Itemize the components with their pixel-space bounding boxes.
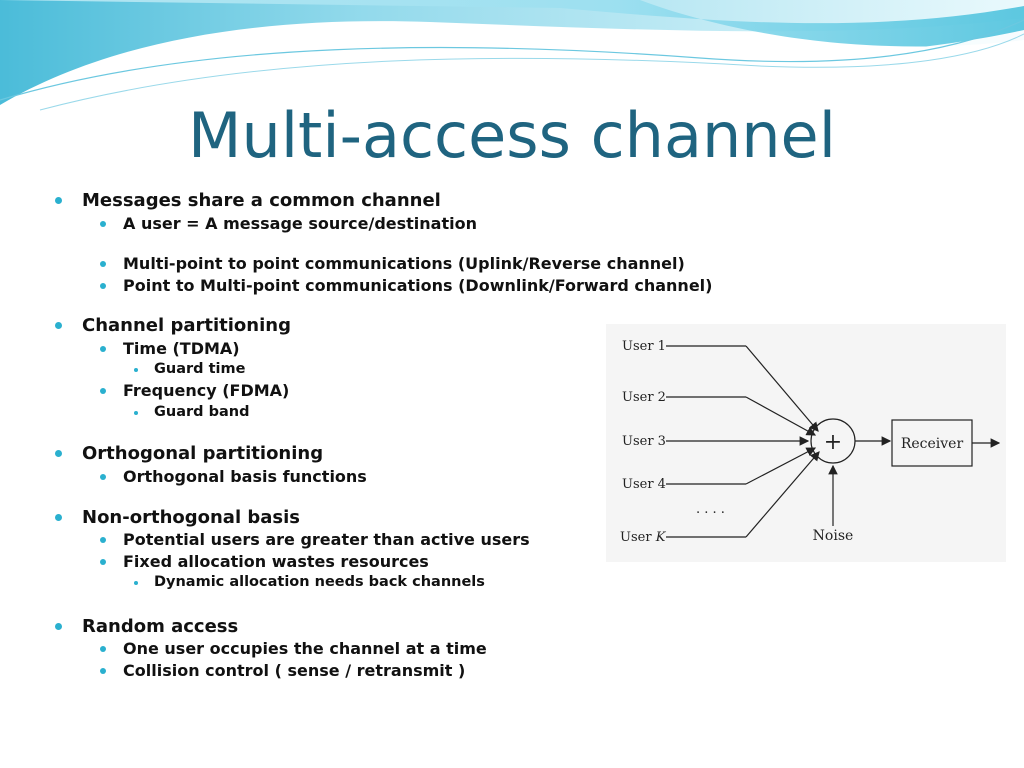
bullet-text: Orthogonal basis functions bbox=[123, 467, 367, 486]
bullet-dot-icon bbox=[100, 646, 106, 652]
bullet-dot-icon bbox=[55, 450, 62, 457]
sub-bullet-item: Multi-point to point communications (Upl… bbox=[100, 254, 685, 273]
bullet-text: Guard time bbox=[154, 361, 246, 377]
user1-arrow bbox=[745, 345, 819, 432]
sub-bullet-item: Fixed allocation wastes resources bbox=[100, 552, 429, 571]
bullet-text: Random access bbox=[82, 616, 239, 637]
diagram-user-label: User 2 bbox=[622, 390, 666, 405]
sub-sub-bullet-item: Guard band bbox=[134, 404, 250, 420]
bullet-text: Point to Multi-point communications (Dow… bbox=[123, 276, 713, 295]
bullet-dot-icon bbox=[100, 537, 106, 543]
receiver-label: Receiver bbox=[901, 436, 964, 452]
sub-bullet-item: Potential users are greater than active … bbox=[100, 530, 530, 549]
diagram-ellipsis: . . . . bbox=[696, 502, 725, 517]
bullet-text: Multi-point to point communications (Upl… bbox=[123, 254, 685, 273]
bullet-item: Random access bbox=[55, 616, 239, 637]
bullet-dot-icon bbox=[55, 322, 62, 329]
sub-bullet-item: Frequency (FDMA) bbox=[100, 381, 290, 400]
bullet-dot-icon bbox=[134, 368, 138, 372]
bullet-text: Fixed allocation wastes resources bbox=[123, 552, 429, 571]
bullet-item: Orthogonal partitioning bbox=[55, 443, 324, 464]
bullet-text: Dynamic allocation needs back channels bbox=[154, 574, 485, 590]
bullet-dot-icon bbox=[100, 668, 106, 674]
bullet-item: Non-orthogonal basis bbox=[55, 507, 301, 528]
bullet-item: Messages share a common channel bbox=[55, 190, 441, 211]
bullet-dot-icon bbox=[100, 221, 106, 227]
header-wave-decoration bbox=[0, 0, 1024, 118]
bullet-dot-icon bbox=[55, 197, 62, 204]
bullet-dot-icon bbox=[55, 623, 62, 630]
user2-arrow bbox=[745, 396, 817, 436]
bullet-dot-icon bbox=[134, 411, 138, 415]
bullet-text: Orthogonal partitioning bbox=[82, 443, 324, 464]
sub-sub-bullet-item: Dynamic allocation needs back channels bbox=[134, 574, 485, 590]
bullet-dot-icon bbox=[100, 474, 106, 480]
sub-bullet-item: A user = A message source/destination bbox=[100, 214, 477, 233]
bullet-text: Non-orthogonal basis bbox=[82, 507, 301, 528]
bullet-text: One user occupies the channel at a time bbox=[123, 639, 487, 658]
bullet-text: Frequency (FDMA) bbox=[123, 381, 290, 400]
bullet-text: Messages share a common channel bbox=[82, 190, 441, 211]
sub-bullet-item: Time (TDMA) bbox=[100, 339, 240, 358]
bullet-dot-icon bbox=[100, 283, 106, 289]
wave-white-swoosh bbox=[0, 30, 1024, 118]
sub-sub-bullet-item: Guard time bbox=[134, 361, 246, 377]
bullet-dot-icon bbox=[100, 346, 106, 352]
noise-label: Noise bbox=[813, 528, 854, 544]
bullet-dot-icon bbox=[55, 514, 62, 521]
bullet-dot-icon bbox=[134, 581, 138, 585]
diagram-user-k-label: User K bbox=[620, 530, 667, 545]
diagram-user-label: User 1 bbox=[622, 339, 666, 354]
bullet-item: Channel partitioning bbox=[55, 315, 291, 336]
user4-arrow bbox=[745, 447, 817, 485]
adder-symbol: + bbox=[824, 430, 842, 455]
sub-bullet-item: Collision control ( sense / retransmit ) bbox=[100, 661, 466, 680]
bullet-text: Potential users are greater than active … bbox=[123, 530, 530, 549]
wave-line-1 bbox=[0, 19, 1024, 101]
bullet-dot-icon bbox=[100, 261, 106, 267]
bullet-dot-icon bbox=[100, 559, 106, 565]
bullet-dot-icon bbox=[100, 388, 106, 394]
bullet-text: Collision control ( sense / retransmit ) bbox=[123, 661, 466, 680]
bullet-text: Time (TDMA) bbox=[123, 339, 240, 358]
sub-bullet-item: Orthogonal basis functions bbox=[100, 467, 367, 486]
userk-arrow bbox=[745, 451, 820, 538]
bullet-text: A user = A message source/destination bbox=[123, 214, 477, 233]
wave-line-2 bbox=[39, 33, 1024, 111]
diagram-user-label: User 3 bbox=[622, 434, 666, 449]
sub-bullet-item: One user occupies the channel at a time bbox=[100, 639, 487, 658]
multi-access-diagram: User 1 User 2 User 3 User 4 User K . . .… bbox=[606, 324, 1006, 562]
sub-bullet-item: Point to Multi-point communications (Dow… bbox=[100, 276, 713, 295]
diagram-user-label: User 4 bbox=[622, 477, 666, 492]
slide-title: Multi-access channel bbox=[188, 99, 836, 172]
bullet-text: Guard band bbox=[154, 404, 250, 420]
bullet-text: Channel partitioning bbox=[82, 315, 291, 336]
wave-band-front bbox=[0, 0, 1024, 47]
